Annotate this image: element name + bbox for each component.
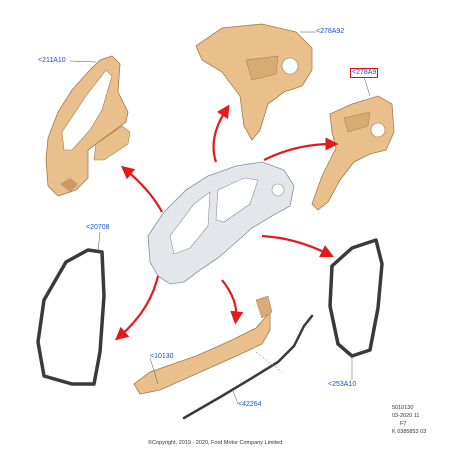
arrow-to-quarter-upper	[212, 104, 230, 163]
leader-lines	[69, 31, 371, 405]
quarter-panel-upper[interactable]	[195, 23, 313, 141]
arrow-to-quarter-lower	[263, 137, 339, 161]
arrow-group	[115, 104, 339, 341]
front-door-seal[interactable]	[36, 248, 106, 386]
sill-panel[interactable]	[133, 295, 273, 395]
arrow-to-front-seal	[115, 275, 160, 341]
quarter-panel-lower[interactable]	[311, 95, 395, 211]
callout-front-door-seal[interactable]: <20708	[86, 224, 110, 231]
arrow-to-sill	[221, 279, 244, 325]
sill-moulding[interactable]	[182, 314, 314, 420]
meta-date: 03-2020 11	[392, 413, 420, 419]
meta-variant: F7	[400, 421, 407, 427]
a-pillar-panel[interactable]	[45, 55, 131, 197]
callout-a-pillar[interactable]: <211A10	[38, 57, 66, 64]
callout-sill-moulding[interactable]: <42264	[238, 401, 262, 408]
callout-sill-panel[interactable]: <10130	[150, 353, 174, 360]
callout-rear-door-seal[interactable]: <253A10	[328, 381, 357, 388]
arrow-to-a-pillar	[120, 165, 163, 213]
body-side-assembly[interactable]	[147, 161, 295, 285]
rear-door-seal[interactable]	[328, 238, 384, 358]
meta-code: 5010130	[392, 405, 414, 411]
copyright-notice: ©Copyright, 2019 - 2020, Ford Motor Comp…	[148, 440, 283, 446]
callout-quarter-upper[interactable]: <278A92	[316, 28, 345, 35]
arrow-to-rear-seal	[261, 234, 334, 257]
meta-ref: K 0385853 03	[392, 429, 427, 435]
callout-quarter-lower[interactable]: <278A9	[350, 68, 379, 78]
